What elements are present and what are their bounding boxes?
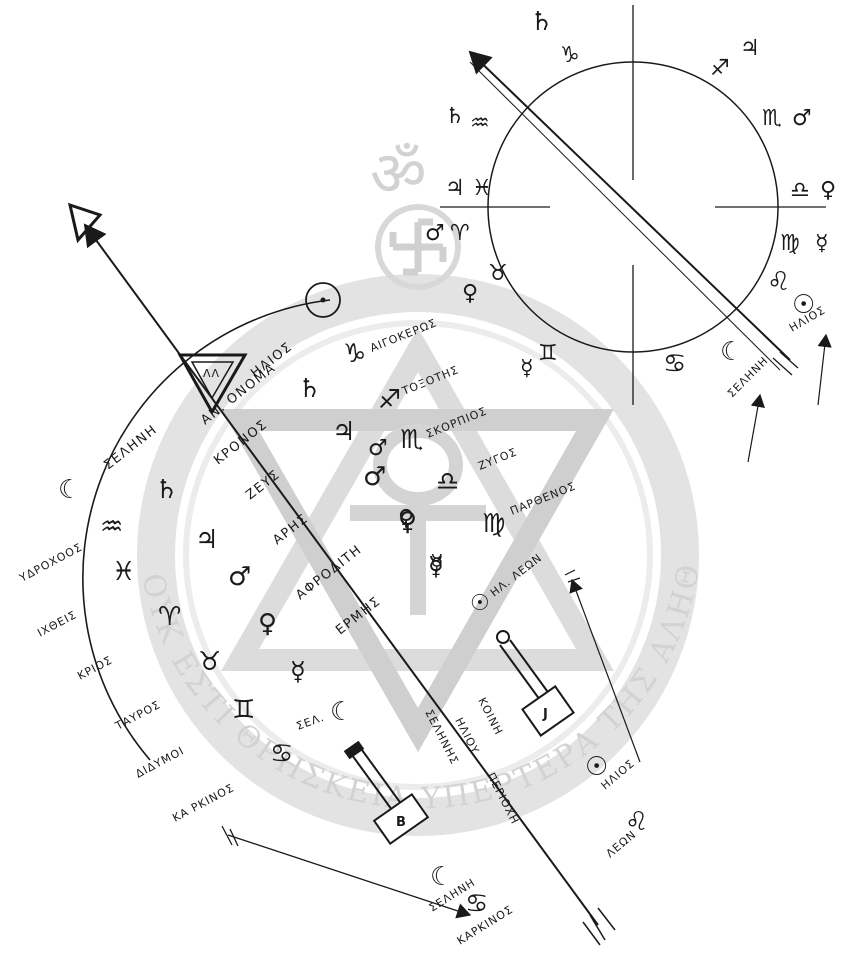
- aquarius-wheel-icon: ♒: [470, 111, 490, 136]
- label-ydrochoos: ΥΔΡΟΧΟΟΣ: [16, 541, 84, 586]
- mercury-small-icon: ☿: [520, 356, 534, 381]
- label-selini-small: ΣΕΛ.: [295, 711, 327, 733]
- jupiter-right-icon: ♃: [740, 36, 760, 61]
- saturn-left-icon: ♄: [155, 475, 178, 505]
- label-karkinos: ΚΑ ΡΚΙΝΟΣ: [170, 781, 236, 824]
- sagittarius-wheel-icon: ♐: [710, 56, 730, 81]
- sagittarius-icon: ♐: [378, 385, 401, 415]
- aquarius-icon: ♒: [100, 512, 123, 542]
- main-arrow-head-open: [70, 205, 100, 240]
- jupiter-left-icon: ♃: [195, 525, 218, 555]
- capricorn-icon: ♑: [343, 339, 366, 369]
- pillar-j-label: J: [542, 707, 548, 722]
- mars-left-icon: ♂: [228, 562, 251, 592]
- mars-icon: ♂: [363, 462, 386, 492]
- jupiter-icon: ♃: [332, 417, 355, 447]
- virgo-icon: ♍: [482, 509, 505, 539]
- libra-wheel-icon: ♎: [790, 178, 810, 203]
- libra-icon: ♎: [436, 467, 459, 497]
- moon-icon: ☾: [58, 475, 81, 505]
- moon-bottom-icon: ☾: [430, 862, 453, 892]
- jupiter-wheel-icon: ♃: [445, 176, 465, 201]
- virgo-wheel-icon: ♍: [780, 231, 800, 256]
- mars-right-icon: ♂: [792, 106, 812, 131]
- venus-small-icon: ♀: [462, 281, 478, 306]
- zodiac-wheel: [440, 5, 826, 405]
- wheel-glyphs: ♄ ♑ ♄ ♒ ♃ ♓ ♂ ♈ ♐ ♃ ♏ ♂ ♎ ♀ ♍ ☿ ♌ ☉ ΗΛΙΟ…: [425, 7, 836, 400]
- cancer-wheel-icon: ♋: [663, 349, 686, 379]
- gemini-small-icon: ♊: [538, 341, 558, 366]
- capricorn-top-icon: ♑: [560, 43, 580, 68]
- venus-left-icon: ♀: [258, 609, 277, 639]
- cancer-bottom-icon: ♋: [465, 889, 488, 919]
- leo-wheel-icon: ♌: [767, 267, 790, 297]
- pisces-wheel-icon: ♓: [472, 176, 492, 201]
- aries-icon: ♈: [158, 602, 181, 632]
- sun-leo-icon: ☉: [470, 591, 490, 616]
- aries-wheel-icon: ♈: [450, 221, 470, 246]
- main-arrow-fletching: [583, 908, 615, 945]
- saturn-wheel-icon: ♄: [445, 104, 465, 129]
- mercury-mid-icon: ☿: [430, 551, 444, 576]
- label-tavros: ΤΑΥΡΟΣ: [112, 698, 162, 733]
- venus-mid-icon: ♀: [398, 506, 414, 531]
- saturn-icon: ♄: [298, 374, 321, 404]
- cancer-icon: ♋: [270, 739, 293, 769]
- venus-right-icon: ♀: [820, 178, 836, 203]
- gemini-icon: ♊: [232, 695, 255, 725]
- saturn-top-icon: ♄: [530, 7, 553, 37]
- mars-small-icon: ♂: [368, 436, 388, 461]
- theosophical-seal-watermark: ॐ ΟΥΚ ΕΣΤΙ ΘΡΗΣΚΕΙΑ ΥΠΕΡΤΕΡΑ ΤΗΣ ΑΛΗΘΕΙΑ…: [0, 0, 708, 817]
- triangle-mark: ΛΛ: [203, 367, 220, 380]
- label-selinis: ΣΕΛΗΝΗΣ: [422, 707, 461, 767]
- moon-left-icon: ☾: [330, 697, 353, 727]
- pillar-b-label: Β: [396, 815, 406, 830]
- mars-wheel-icon: ♂: [425, 221, 445, 246]
- scorpio-icon: ♏: [400, 425, 423, 455]
- moon-wheel-icon: ☾: [720, 337, 743, 367]
- pisces-icon: ♓: [112, 557, 135, 587]
- label-ichtheis: ΙΧΘΕΙΣ: [35, 608, 79, 639]
- mercury-right-icon: ☿: [815, 231, 829, 256]
- label-koini: ΚΟΙΝΗ: [475, 695, 505, 737]
- taurus-icon: ♉: [198, 647, 221, 677]
- mercury-left-icon: ☿: [290, 657, 306, 687]
- om-symbol: ॐ: [370, 137, 427, 210]
- pillar-jachin: J: [497, 631, 574, 736]
- taurus-small-icon: ♉: [488, 261, 508, 286]
- scorpio-wheel-icon: ♏: [762, 106, 782, 131]
- label-bottom-leon: ΛΕΩΝ: [604, 828, 639, 861]
